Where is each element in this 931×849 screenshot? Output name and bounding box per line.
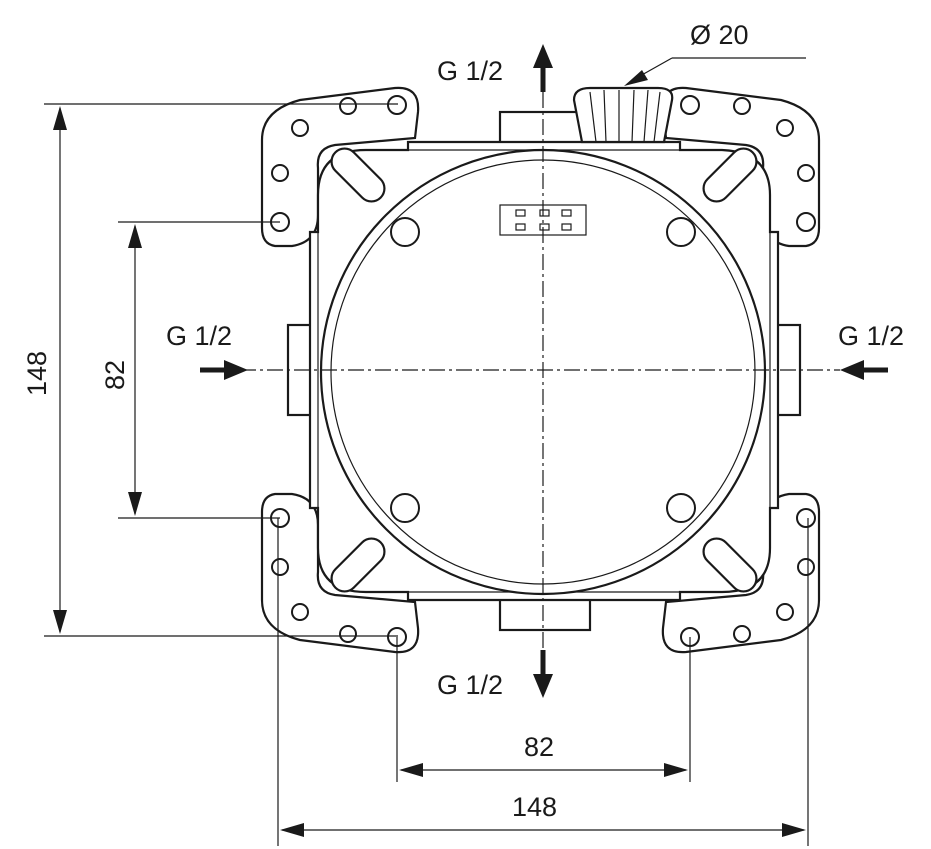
diameter-leader [624,57,806,86]
bracket-top-left [260,86,420,248]
arrow-up-icon [533,44,553,92]
dimension-overall-width [277,518,809,846]
slot-bottom-right [702,537,758,593]
ribbed-cap [572,86,674,144]
slot-top-right [702,147,758,203]
label-inlet-right: G 1/2 [838,321,904,351]
slot-top-left [330,147,386,203]
dim-inner-width-value: 82 [524,732,554,762]
dimension-inner-height [118,221,280,519]
arrow-left-icon [840,360,888,380]
label-cap-diameter: Ø 20 [690,20,749,50]
label-outlet-bottom: G 1/2 [437,670,503,700]
slot-bottom-left [330,537,386,593]
dimension-overall-height [44,103,398,637]
label-inlet-left: G 1/2 [166,321,232,351]
dim-overall-height-value: 148 [22,351,52,396]
dimension-inner-width [396,637,691,782]
dim-inner-height-value: 82 [100,360,130,390]
dim-overall-width-value: 148 [512,792,557,822]
label-inlet-top: G 1/2 [437,56,503,86]
center-lines [240,92,840,650]
arrow-right-icon [200,360,248,380]
arrow-down-icon [533,650,553,698]
